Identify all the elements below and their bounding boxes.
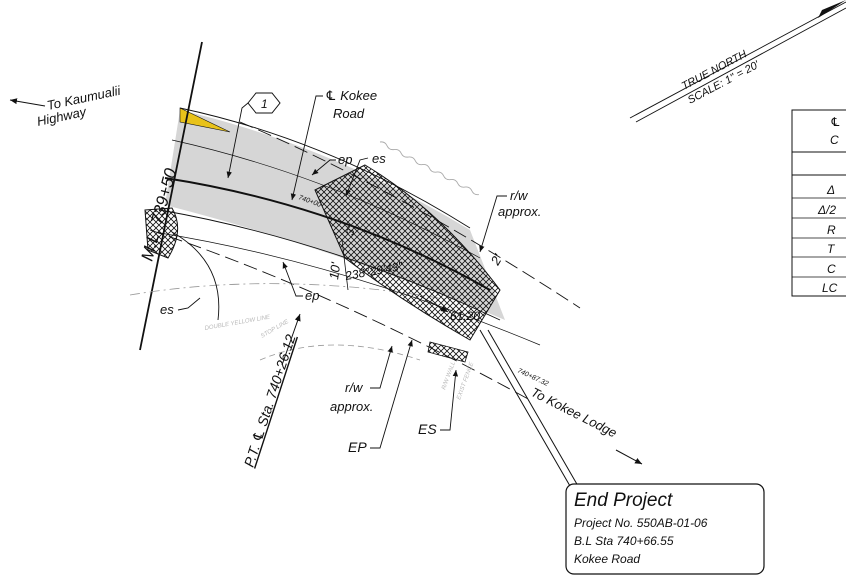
label-ep-lower: ep bbox=[305, 288, 319, 303]
label-dim-2: 2' bbox=[487, 251, 506, 268]
rw-line-lower bbox=[149, 229, 531, 401]
table-header-2: C bbox=[830, 133, 839, 147]
table-row-0: Δ bbox=[826, 183, 835, 197]
end-project-road: Kokee Road bbox=[574, 552, 640, 566]
es-upper-leader bbox=[345, 157, 369, 197]
label-es-left: es bbox=[160, 302, 174, 317]
pt-station-group: P.T. ℄ Sta. 740+26.12 bbox=[241, 332, 299, 469]
arrow-to-kokee-lodge bbox=[615, 449, 643, 465]
end-project-no: Project No. 550AB-01-06 bbox=[574, 516, 708, 530]
ghost-fence: EXIST FENCE bbox=[456, 361, 475, 401]
table-row-3: T bbox=[827, 242, 836, 256]
ep-upper-leader bbox=[311, 159, 336, 176]
table-row-5: LC bbox=[822, 281, 838, 295]
ep-caps-leader bbox=[370, 339, 413, 449]
end-project-leader-2 bbox=[487, 329, 579, 487]
label-kokee-road-2: Road bbox=[333, 106, 365, 121]
bearing-arrow bbox=[419, 295, 449, 313]
callout-number: 1 bbox=[261, 97, 268, 111]
table-row-4: C bbox=[827, 262, 836, 276]
kokee-leader bbox=[290, 95, 323, 201]
label-dim-10: 10' bbox=[326, 261, 343, 280]
faint-line-1 bbox=[129, 283, 451, 301]
edge-line-top bbox=[179, 107, 471, 229]
project-baseline bbox=[139, 41, 203, 351]
yellow-wedge bbox=[179, 107, 231, 133]
label-to-kokee-lodge: To Kokee Lodge bbox=[529, 384, 620, 440]
callout-hexagon bbox=[247, 92, 281, 114]
label-ep-upper: ep bbox=[338, 152, 352, 167]
label-es-caps: ES bbox=[418, 421, 437, 437]
ep-lower-leader bbox=[282, 261, 303, 297]
curve-table bbox=[791, 109, 846, 297]
es-caps-leader bbox=[440, 369, 459, 431]
label-ep-caps: EP bbox=[348, 439, 367, 455]
end-project-sta: B.L Sta 740+66.55 bbox=[574, 534, 674, 548]
faint-arc bbox=[259, 344, 421, 361]
wavy-edge bbox=[379, 141, 479, 196]
label-rw-lower-1: r/w bbox=[345, 380, 364, 395]
rw-upper-leader bbox=[479, 195, 507, 253]
dim-10-line bbox=[341, 239, 349, 291]
pt-station-arrow bbox=[281, 313, 301, 366]
end-project-leader-1 bbox=[479, 329, 571, 487]
label-pt-station: P.T. ℄ Sta. 740+26.12 bbox=[241, 332, 299, 469]
es-arc bbox=[171, 231, 220, 321]
label-rw-lower-2: approx. bbox=[330, 399, 373, 414]
rw-lower-leader bbox=[370, 345, 393, 389]
arrow-to-kaumualii bbox=[9, 98, 46, 107]
north-arrow bbox=[629, 0, 846, 123]
es-left-leader bbox=[177, 297, 201, 311]
ghost-double-yellow: DOUBLE YELLOW LINE bbox=[204, 314, 271, 332]
label-es-upper: es bbox=[372, 151, 386, 166]
label-sta-740-end: 740+87.32 bbox=[516, 367, 549, 387]
label-kokee-road-1: ℄ Kokee bbox=[325, 88, 377, 103]
end-project-title: End Project bbox=[574, 490, 673, 511]
table-row-2: R bbox=[827, 223, 836, 237]
edge-line-5 bbox=[159, 232, 541, 346]
table-row-1: Δ/2 bbox=[817, 203, 836, 217]
callout-leader bbox=[226, 102, 249, 179]
label-rw-upper-2: approx. bbox=[498, 204, 541, 219]
end-project-box bbox=[565, 483, 765, 575]
table-header-1: ℄ bbox=[830, 115, 841, 129]
label-distance: 61.20 bbox=[450, 309, 480, 323]
label-dim-3: 3' bbox=[344, 225, 358, 237]
hatch-area-main bbox=[314, 164, 501, 341]
label-rw-upper-1: r/w bbox=[510, 188, 529, 203]
hatch-area-small bbox=[427, 341, 469, 363]
